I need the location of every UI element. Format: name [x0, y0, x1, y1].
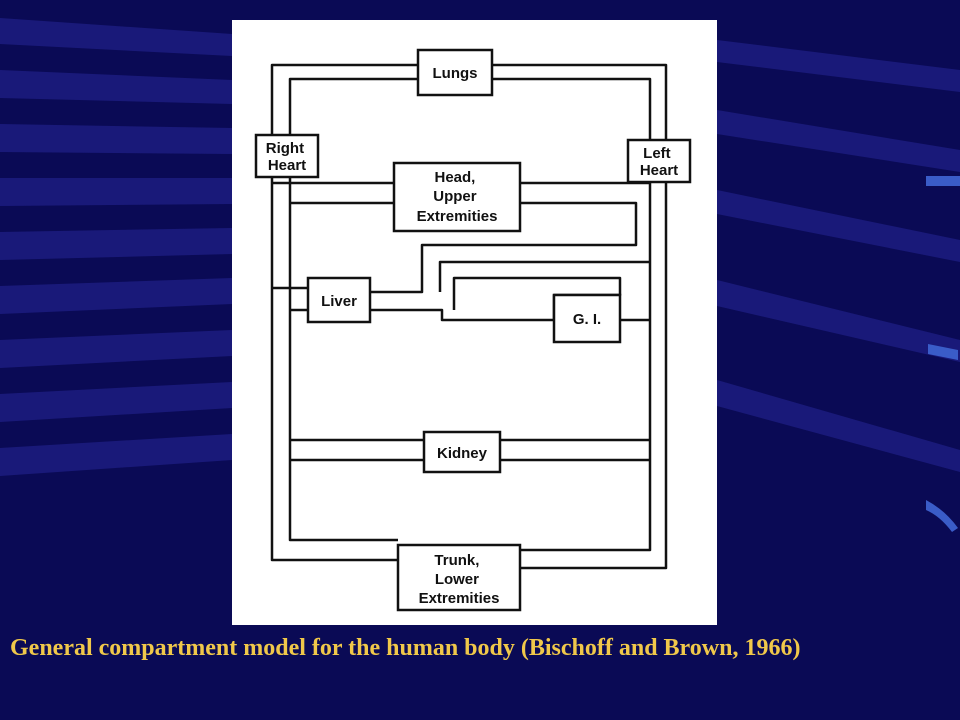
gi-box: [552, 293, 622, 344]
head-label: Head, Upper Extremities: [417, 169, 498, 225]
flow-line: [492, 63, 668, 140]
bg-stripe: [717, 40, 960, 92]
kidney-label: Kidney: [437, 445, 488, 462]
flow-line: [520, 182, 668, 570]
diagram-figure: Lungs Right Heart Left Heart Head, Upper…: [232, 20, 717, 625]
bg-stripe: [0, 382, 232, 422]
flow-line: [438, 260, 650, 292]
trunk-box: [396, 543, 522, 612]
bg-stripe: [0, 330, 232, 368]
head-label-line: Head,: [434, 169, 475, 186]
accent-tick: [928, 344, 958, 360]
left-heart-box: [626, 138, 692, 184]
right-heart-box: [254, 133, 320, 179]
bg-stripe: [0, 278, 232, 314]
flow-line: [370, 308, 554, 322]
flow-line: [370, 201, 638, 294]
trunk-label-line: Trunk,: [434, 552, 479, 569]
flow-line: [492, 77, 652, 140]
kidney-box: [422, 430, 502, 474]
bg-stripe: [717, 190, 960, 262]
flow-line: [288, 77, 418, 135]
right-heart-label: Right Heart: [266, 140, 309, 174]
liver-label: Liver: [321, 293, 357, 310]
bg-stripe: [717, 110, 960, 172]
lungs-label-line: Lungs: [433, 65, 478, 82]
liver-box: [306, 276, 372, 324]
bg-stripe: [0, 178, 232, 206]
bg-stripe: [717, 280, 960, 362]
flow-line: [270, 175, 398, 562]
lungs-label: Lungs: [433, 65, 478, 82]
left-heart-label-line: Heart: [640, 162, 678, 179]
flow-line: [520, 182, 652, 552]
trunk-label-line: Extremities: [419, 590, 500, 607]
accent-tick: [926, 500, 958, 532]
head-box: [392, 161, 522, 233]
accent-tick: [926, 176, 960, 186]
bg-stripe: [717, 380, 960, 472]
compartment-diagram: Lungs Right Heart Left Heart Head, Upper…: [254, 48, 692, 612]
flow-line: [270, 63, 418, 135]
flow-line: [288, 175, 398, 542]
bg-stripe: [0, 70, 232, 104]
lungs-box: [416, 48, 494, 97]
trunk-label-line: Lower: [435, 571, 479, 588]
head-label-line: Extremities: [417, 208, 498, 225]
right-heart-label-line: Right: [266, 140, 304, 157]
right-heart-label-line: Heart: [268, 157, 306, 174]
gi-label: G. I.: [573, 311, 601, 328]
bg-stripe: [0, 18, 232, 56]
left-heart-label: Left Heart: [640, 145, 678, 179]
bg-stripe: [0, 124, 232, 154]
bg-stripe: [0, 434, 232, 476]
trunk-label: Trunk, Lower Extremities: [419, 552, 500, 607]
kidney-label-line: Kidney: [437, 445, 488, 462]
gi-label-line: G. I.: [573, 311, 601, 328]
liver-label-line: Liver: [321, 293, 357, 310]
bg-stripe: [0, 228, 232, 260]
figure-caption: General compartment model for the human …: [10, 635, 801, 661]
left-heart-label-line: Left: [643, 145, 671, 162]
head-label-line: Upper: [433, 188, 477, 205]
